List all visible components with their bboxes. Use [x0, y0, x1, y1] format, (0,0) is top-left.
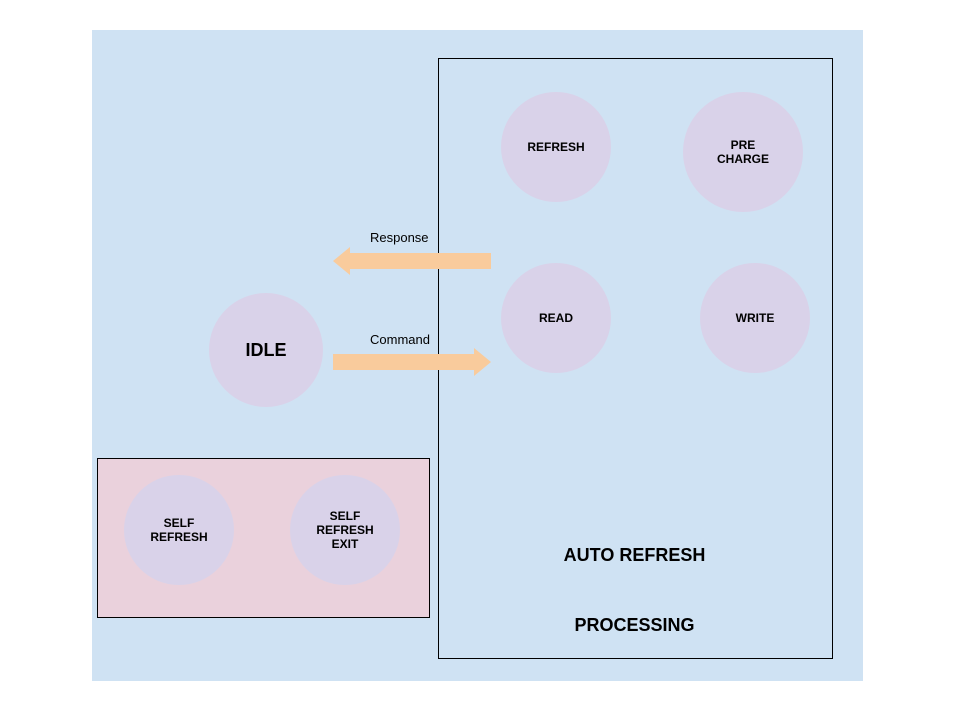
processing-caption: PROCESSING [574, 615, 695, 635]
self-refresh-exit-state-node: SELF REFRESH EXIT [290, 475, 400, 585]
command-arrow-label: Command [370, 332, 430, 347]
write-state-node: WRITE [700, 263, 810, 373]
idle-state-node: IDLE [209, 293, 323, 407]
response-arrow-label: Response [370, 230, 429, 245]
auto-refresh-caption: AUTO REFRESH [563, 545, 706, 565]
self-refresh-state-node: SELF REFRESH [124, 475, 234, 585]
read-state-node: READ [501, 263, 611, 373]
precharge-state-node: PRE CHARGE [683, 92, 803, 212]
refresh-state-node: REFRESH [501, 92, 611, 202]
